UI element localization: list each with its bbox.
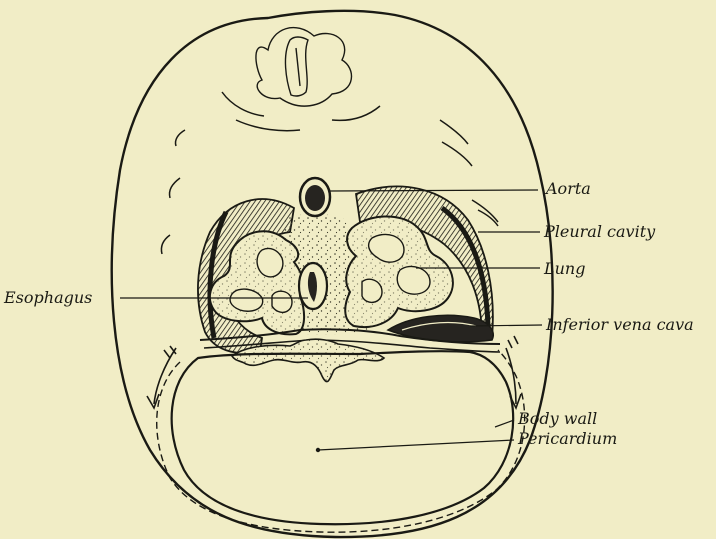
pericardium-dot [316,448,320,452]
body-wall-dashed [157,350,525,532]
aorta [300,178,330,216]
label-esophagus: Esophagus [3,288,92,307]
label-pericardium: Pericardium [517,429,617,448]
pericardial-cavity [172,351,514,524]
label-lung: Lung [543,259,585,278]
label-body-wall: Body wall [517,409,597,428]
label-aorta: Aorta [544,179,591,198]
inferior-vena-cava [388,315,493,342]
label-pleural-cavity: Pleural cavity [543,222,656,241]
neural-tube [256,28,352,107]
esophagus [299,263,327,309]
label-inferior-vena-cava: Inferior vena cava [545,315,694,334]
right-arrow-icon [506,336,521,408]
left-arrow-icon [147,346,176,408]
